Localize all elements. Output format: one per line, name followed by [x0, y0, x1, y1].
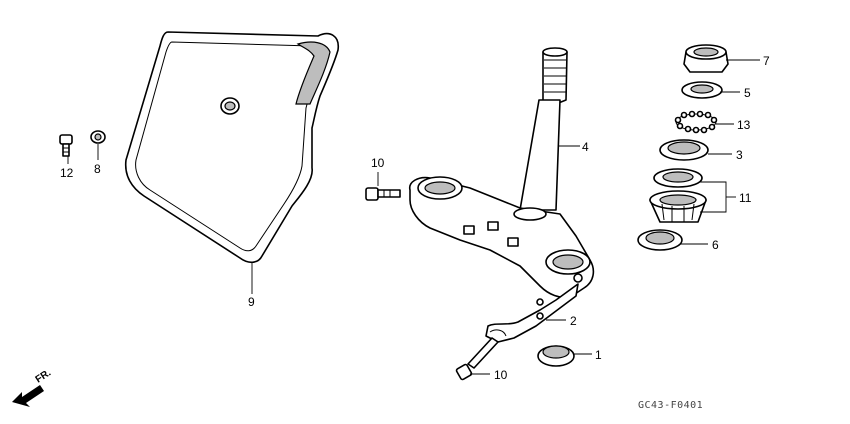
bolt-10-lower	[455, 337, 499, 381]
front-direction-arrow-icon	[12, 385, 44, 407]
callout-12: 12	[60, 166, 74, 180]
washer-5	[681, 81, 723, 99]
callout-10-upper: 10	[371, 156, 385, 170]
callout-5: 5	[744, 86, 751, 100]
bolt-12	[59, 134, 73, 157]
collar-8	[90, 130, 106, 144]
callout-2: 2	[570, 314, 577, 328]
callout-7: 7	[763, 54, 770, 68]
callout-1: 1	[595, 348, 602, 362]
bottom-race-6	[637, 229, 683, 251]
callout-9: 9	[248, 295, 255, 309]
roller-bearing-11	[649, 168, 707, 223]
callout-6: 6	[712, 238, 719, 252]
callout-4: 4	[582, 140, 589, 154]
steering-stem	[408, 47, 595, 299]
callout-8: 8	[94, 162, 101, 176]
bolt-10-upper	[365, 187, 401, 201]
steel-balls-13	[674, 110, 718, 134]
callout-10-lower: 10	[494, 368, 508, 382]
hose-clamp-2	[485, 283, 579, 343]
direction-label: FR.	[34, 367, 54, 385]
adjust-nut-7	[683, 44, 729, 73]
callout-11: 11	[739, 191, 752, 205]
leader-lines	[67, 59, 760, 375]
dust-seal-1	[537, 345, 575, 367]
callout-3: 3	[736, 148, 743, 162]
drawing-code: GC43-F0401	[638, 400, 703, 411]
number-plate	[124, 31, 340, 264]
cone-race-3	[659, 139, 709, 161]
callout-13: 13	[737, 118, 751, 132]
